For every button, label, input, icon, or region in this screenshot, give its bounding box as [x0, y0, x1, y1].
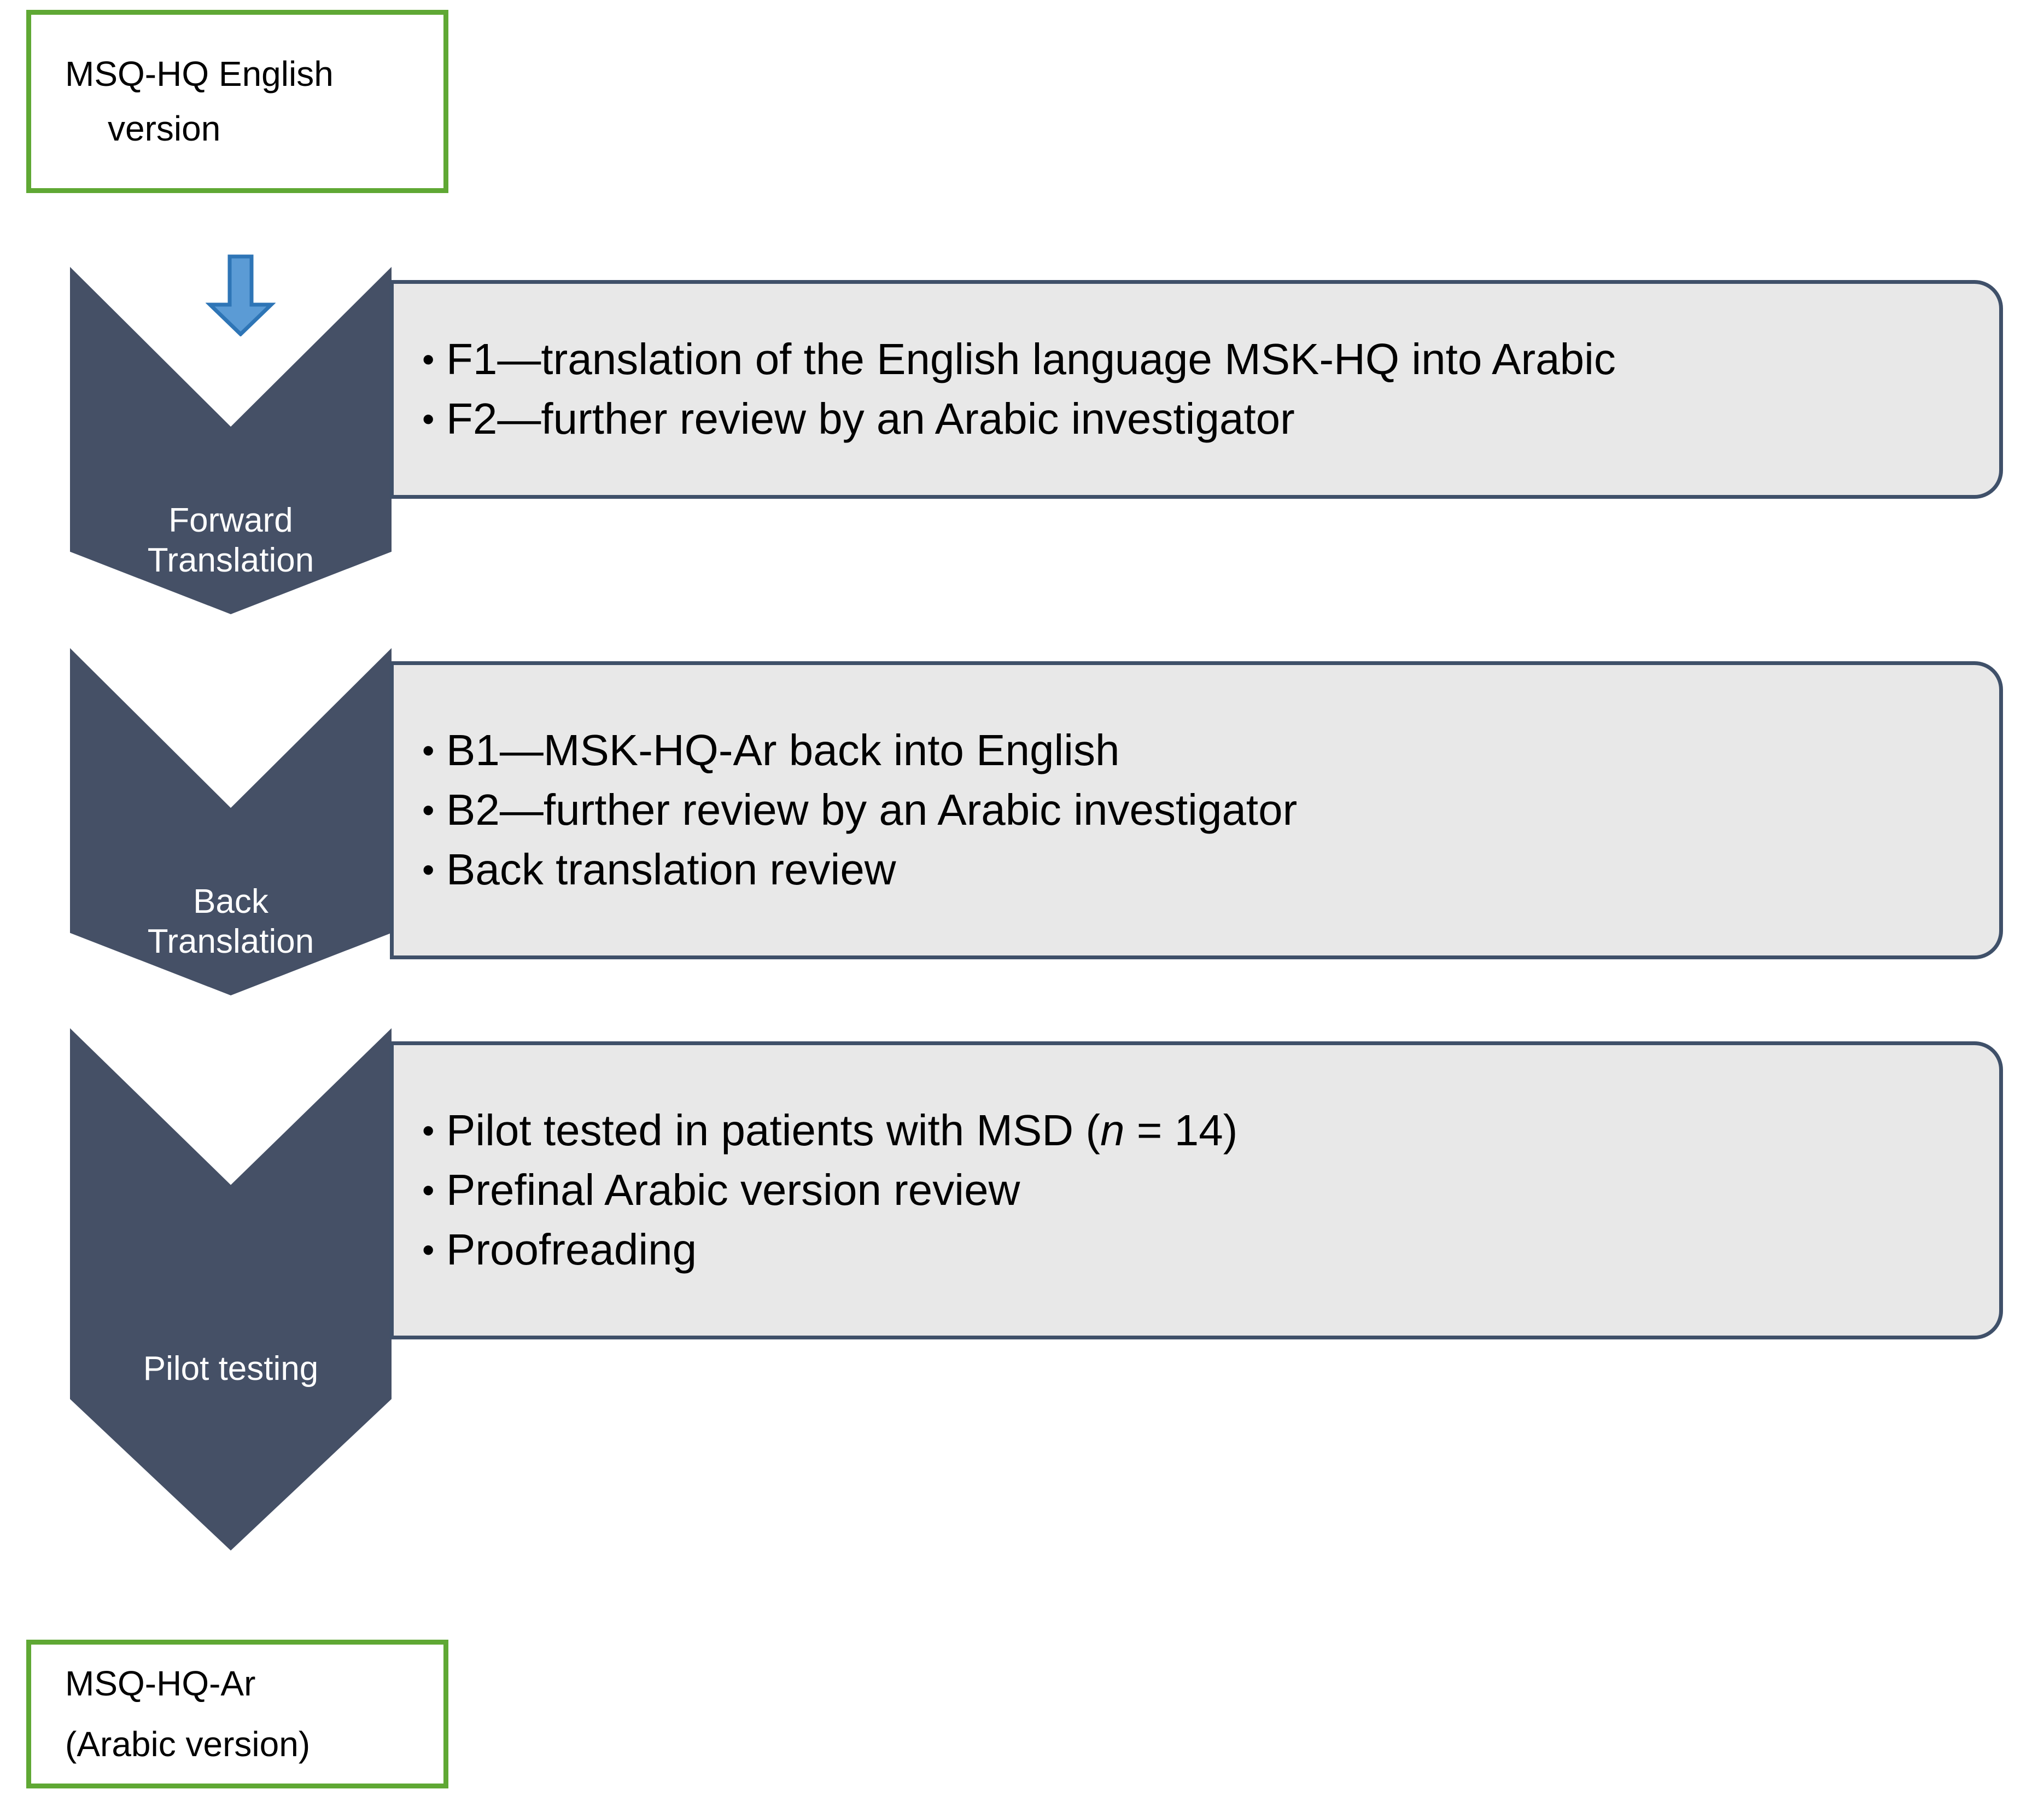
start-box-line-2: version [108, 108, 221, 148]
bullet-icon: • [422, 1170, 435, 1210]
stage-row-pilot-testing: Pilot testing • Pilot tested in patients… [0, 1028, 2044, 1551]
content-box-back-translation: • B1—MSK-HQ-Ar back into English • B2—fu… [390, 661, 2003, 959]
content-box-pilot-testing: • Pilot tested in patients with MSD (n =… [390, 1041, 2003, 1339]
bullet-text: B1—MSK-HQ-Ar back into English [446, 726, 1120, 775]
bullet-icon: • [422, 1111, 435, 1151]
list-item: • Prefinal Arabic version review [422, 1161, 1974, 1220]
bullet-text: Pilot tested in patients with MSD (n = 1… [446, 1106, 1238, 1155]
list-item: • Back translation review [422, 840, 1974, 900]
bullet-text: B2—further review by an Arabic investiga… [446, 785, 1298, 835]
bullet-icon: • [422, 790, 435, 830]
content-box-forward-translation: • F1—translation of the English language… [390, 280, 2003, 499]
stage-row-forward-translation: Forward Translation • F1—translation of … [0, 267, 2044, 614]
chevron-label-pilot-testing: Pilot testing [70, 1349, 392, 1551]
chevron-back-translation[interactable]: Back Translation [70, 648, 392, 995]
end-box-line-2: (Arabic version) [65, 1724, 311, 1764]
bullet-text: F1—translation of the English language M… [446, 335, 1616, 384]
bullet-icon: • [422, 399, 435, 439]
chevron-pilot-testing[interactable]: Pilot testing [70, 1028, 392, 1551]
chevron-label-back-translation: Back Translation [70, 882, 392, 995]
list-item: • Pilot tested in patients with MSD (n =… [422, 1101, 1974, 1161]
list-item: • B2—further review by an Arabic investi… [422, 780, 1974, 840]
list-item: • F1—translation of the English language… [422, 330, 1974, 389]
bullet-icon: • [422, 340, 435, 380]
list-item: • B1—MSK-HQ-Ar back into English [422, 721, 1974, 780]
chevron-label-line-1: Forward [168, 501, 293, 539]
bullet-text: Back translation review [446, 844, 896, 894]
chevron-label-line-1: Back [193, 882, 268, 920]
chevron-label-forward-translation: Forward Translation [70, 500, 392, 614]
bullet-icon: • [422, 849, 435, 889]
start-box-line-1: MSQ-HQ English [65, 54, 334, 94]
end-terminal-box: MSQ-HQ-Ar (Arabic version) [26, 1640, 448, 1788]
bullet-icon: • [422, 731, 435, 771]
bullet-text: F2—further review by an Arabic investiga… [446, 394, 1295, 443]
down-arrow-icon [206, 254, 276, 336]
chevron-forward-translation[interactable]: Forward Translation [70, 267, 392, 614]
chevron-label-line-2: Translation [147, 541, 314, 579]
bullet-text: Prefinal Arabic version review [446, 1165, 1020, 1215]
chevron-label-line-2: Translation [147, 922, 314, 960]
end-box-line-1: MSQ-HQ-Ar [65, 1664, 256, 1704]
list-item: • Proofreading [422, 1220, 1974, 1280]
bullet-text: Proofreading [446, 1225, 697, 1274]
list-item: • F2—further review by an Arabic investi… [422, 389, 1974, 449]
bullet-icon: • [422, 1229, 435, 1269]
chevron-label-line-1: Pilot testing [143, 1349, 319, 1388]
stage-row-back-translation: Back Translation • B1—MSK-HQ-Ar back int… [0, 648, 2044, 995]
start-terminal-box: MSQ-HQ English version [26, 10, 448, 193]
